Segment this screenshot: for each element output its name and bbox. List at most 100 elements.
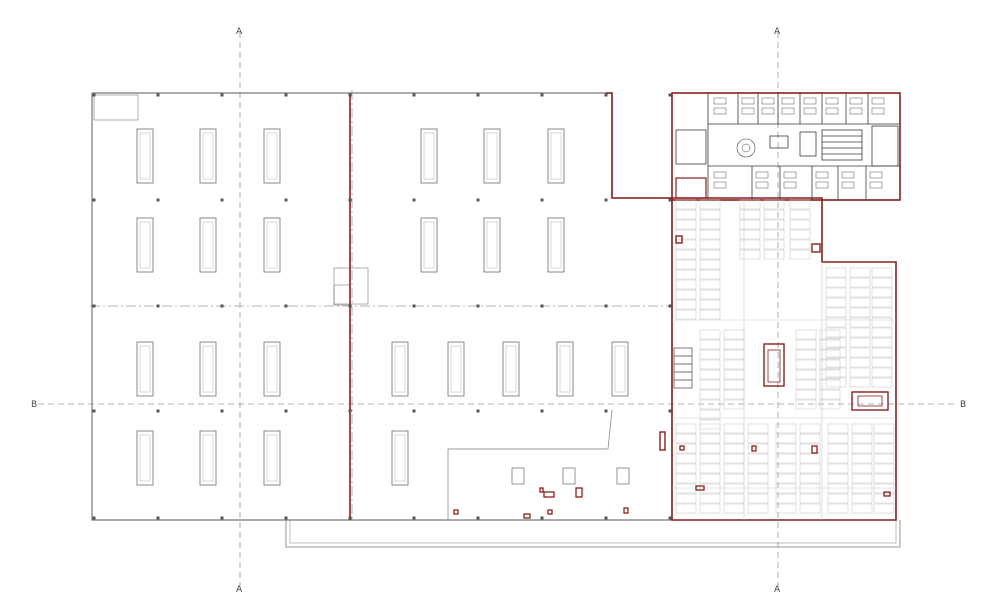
column-8 xyxy=(540,93,544,97)
office-desk-12 xyxy=(815,171,829,179)
office-desk-7 xyxy=(849,97,863,105)
skylight-13 xyxy=(136,341,154,397)
column-40 xyxy=(668,409,672,413)
skylight-2 xyxy=(199,128,217,184)
office-small-room xyxy=(675,177,707,199)
parking-stair-left-box xyxy=(673,347,693,389)
stall-mid-12-2 xyxy=(819,339,841,350)
skylight-1 xyxy=(136,128,154,184)
column-23 xyxy=(220,304,224,308)
skylight-21 xyxy=(136,430,154,486)
stall-bottom-17-1 xyxy=(775,423,797,434)
feature-5 xyxy=(523,513,531,519)
feature-2 xyxy=(575,487,583,498)
stall-bottom-19-1 xyxy=(827,423,849,434)
office-desk-1 xyxy=(713,97,727,105)
stall-right-8-1 xyxy=(871,267,893,278)
feature-7 xyxy=(623,507,629,514)
column-7 xyxy=(476,93,480,97)
stall-right-7-12 xyxy=(849,377,871,388)
stall-mid-9-6 xyxy=(699,379,721,390)
stall-bottom-14-6 xyxy=(699,473,721,484)
stall-mid-10-2 xyxy=(723,339,745,350)
office-desk-8 xyxy=(871,97,885,105)
stall-bottom-19-4 xyxy=(827,453,849,464)
column-3 xyxy=(220,93,224,97)
stall-bottom-14-3 xyxy=(699,443,721,454)
skylight-small-1 xyxy=(511,467,525,485)
office-desk-14-b xyxy=(869,181,883,189)
skylight-20 xyxy=(611,341,629,397)
stall-top-1-12 xyxy=(675,309,697,320)
stall-top-5-1 xyxy=(789,199,811,210)
office-desk-8-b xyxy=(871,107,885,115)
reception-desk xyxy=(769,135,789,149)
stair-core-mid-inner xyxy=(333,284,351,306)
stall-top-4-5 xyxy=(763,239,785,250)
column-5 xyxy=(348,93,352,97)
parking-outline xyxy=(671,197,897,521)
stall-right-8-8 xyxy=(871,337,893,348)
column-44 xyxy=(284,516,288,520)
stall-top-2-5 xyxy=(699,239,721,250)
stall-bottom-19-3 xyxy=(827,443,849,454)
office-desk-10-b xyxy=(755,181,769,189)
fire-walls xyxy=(349,92,897,521)
stall-mid-12-1 xyxy=(819,329,841,340)
stall-bottom-18-4 xyxy=(799,453,821,464)
column-35 xyxy=(348,409,352,413)
office-desk-2-b xyxy=(741,107,755,115)
column-43 xyxy=(220,516,224,520)
stall-right-6-4 xyxy=(825,297,847,308)
warehouse-outline xyxy=(91,92,673,521)
office-desk-6 xyxy=(825,97,839,105)
stall-mid-10-3 xyxy=(723,349,745,360)
stall-bottom-17-5 xyxy=(775,463,797,474)
office-desk-6-b xyxy=(825,107,839,115)
parking-lanes xyxy=(672,200,896,520)
column-19 xyxy=(604,198,608,202)
parking-group xyxy=(672,199,896,520)
column-6 xyxy=(412,93,416,97)
stall-bottom-17-4 xyxy=(775,453,797,464)
stall-bottom-18-3 xyxy=(799,443,821,454)
stall-top-3-3 xyxy=(739,219,761,230)
stall-bottom-14-9 xyxy=(699,503,721,514)
stall-top-2-4 xyxy=(699,229,721,240)
office-desk-4-b xyxy=(781,107,795,115)
office-desk-2 xyxy=(741,97,755,105)
stall-right-6-9 xyxy=(825,347,847,358)
office-furniture-group xyxy=(713,97,885,189)
stall-bottom-16-1 xyxy=(747,423,769,434)
skylight-10 xyxy=(420,217,438,273)
stall-bottom-14-2 xyxy=(699,433,721,444)
stall-top-4-6 xyxy=(763,249,785,260)
stall-mid-12-5 xyxy=(819,369,841,380)
stall-mid-9-3 xyxy=(699,349,721,360)
stall-mid-12-4 xyxy=(819,359,841,370)
stall-right-7-4 xyxy=(849,297,871,308)
skylight-18 xyxy=(502,341,520,397)
skylight-24 xyxy=(391,430,409,486)
feature-6 xyxy=(453,509,459,515)
skylight-22 xyxy=(199,430,217,486)
feature-10 xyxy=(883,491,891,497)
stall-right-7-9 xyxy=(849,347,871,358)
column-18 xyxy=(540,198,544,202)
section-marker-bottom-left: A xyxy=(236,585,243,595)
skylight-14 xyxy=(199,341,217,397)
column-31 xyxy=(92,409,96,413)
column-46 xyxy=(412,516,416,520)
stall-bottom-17-3 xyxy=(775,443,797,454)
office-desk-9-b xyxy=(713,181,727,189)
skylight-15 xyxy=(263,341,281,397)
stall-bottom-20-3 xyxy=(851,443,873,454)
feature-11 xyxy=(751,445,757,452)
stall-bottom-19-2 xyxy=(827,433,849,444)
stall-bottom-13-2 xyxy=(675,433,697,444)
section-lines xyxy=(38,32,958,588)
stall-bottom-18-9 xyxy=(799,503,821,514)
parking-elevator-core-inner xyxy=(857,395,883,407)
column-28 xyxy=(540,304,544,308)
stall-right-8-6 xyxy=(871,317,893,328)
